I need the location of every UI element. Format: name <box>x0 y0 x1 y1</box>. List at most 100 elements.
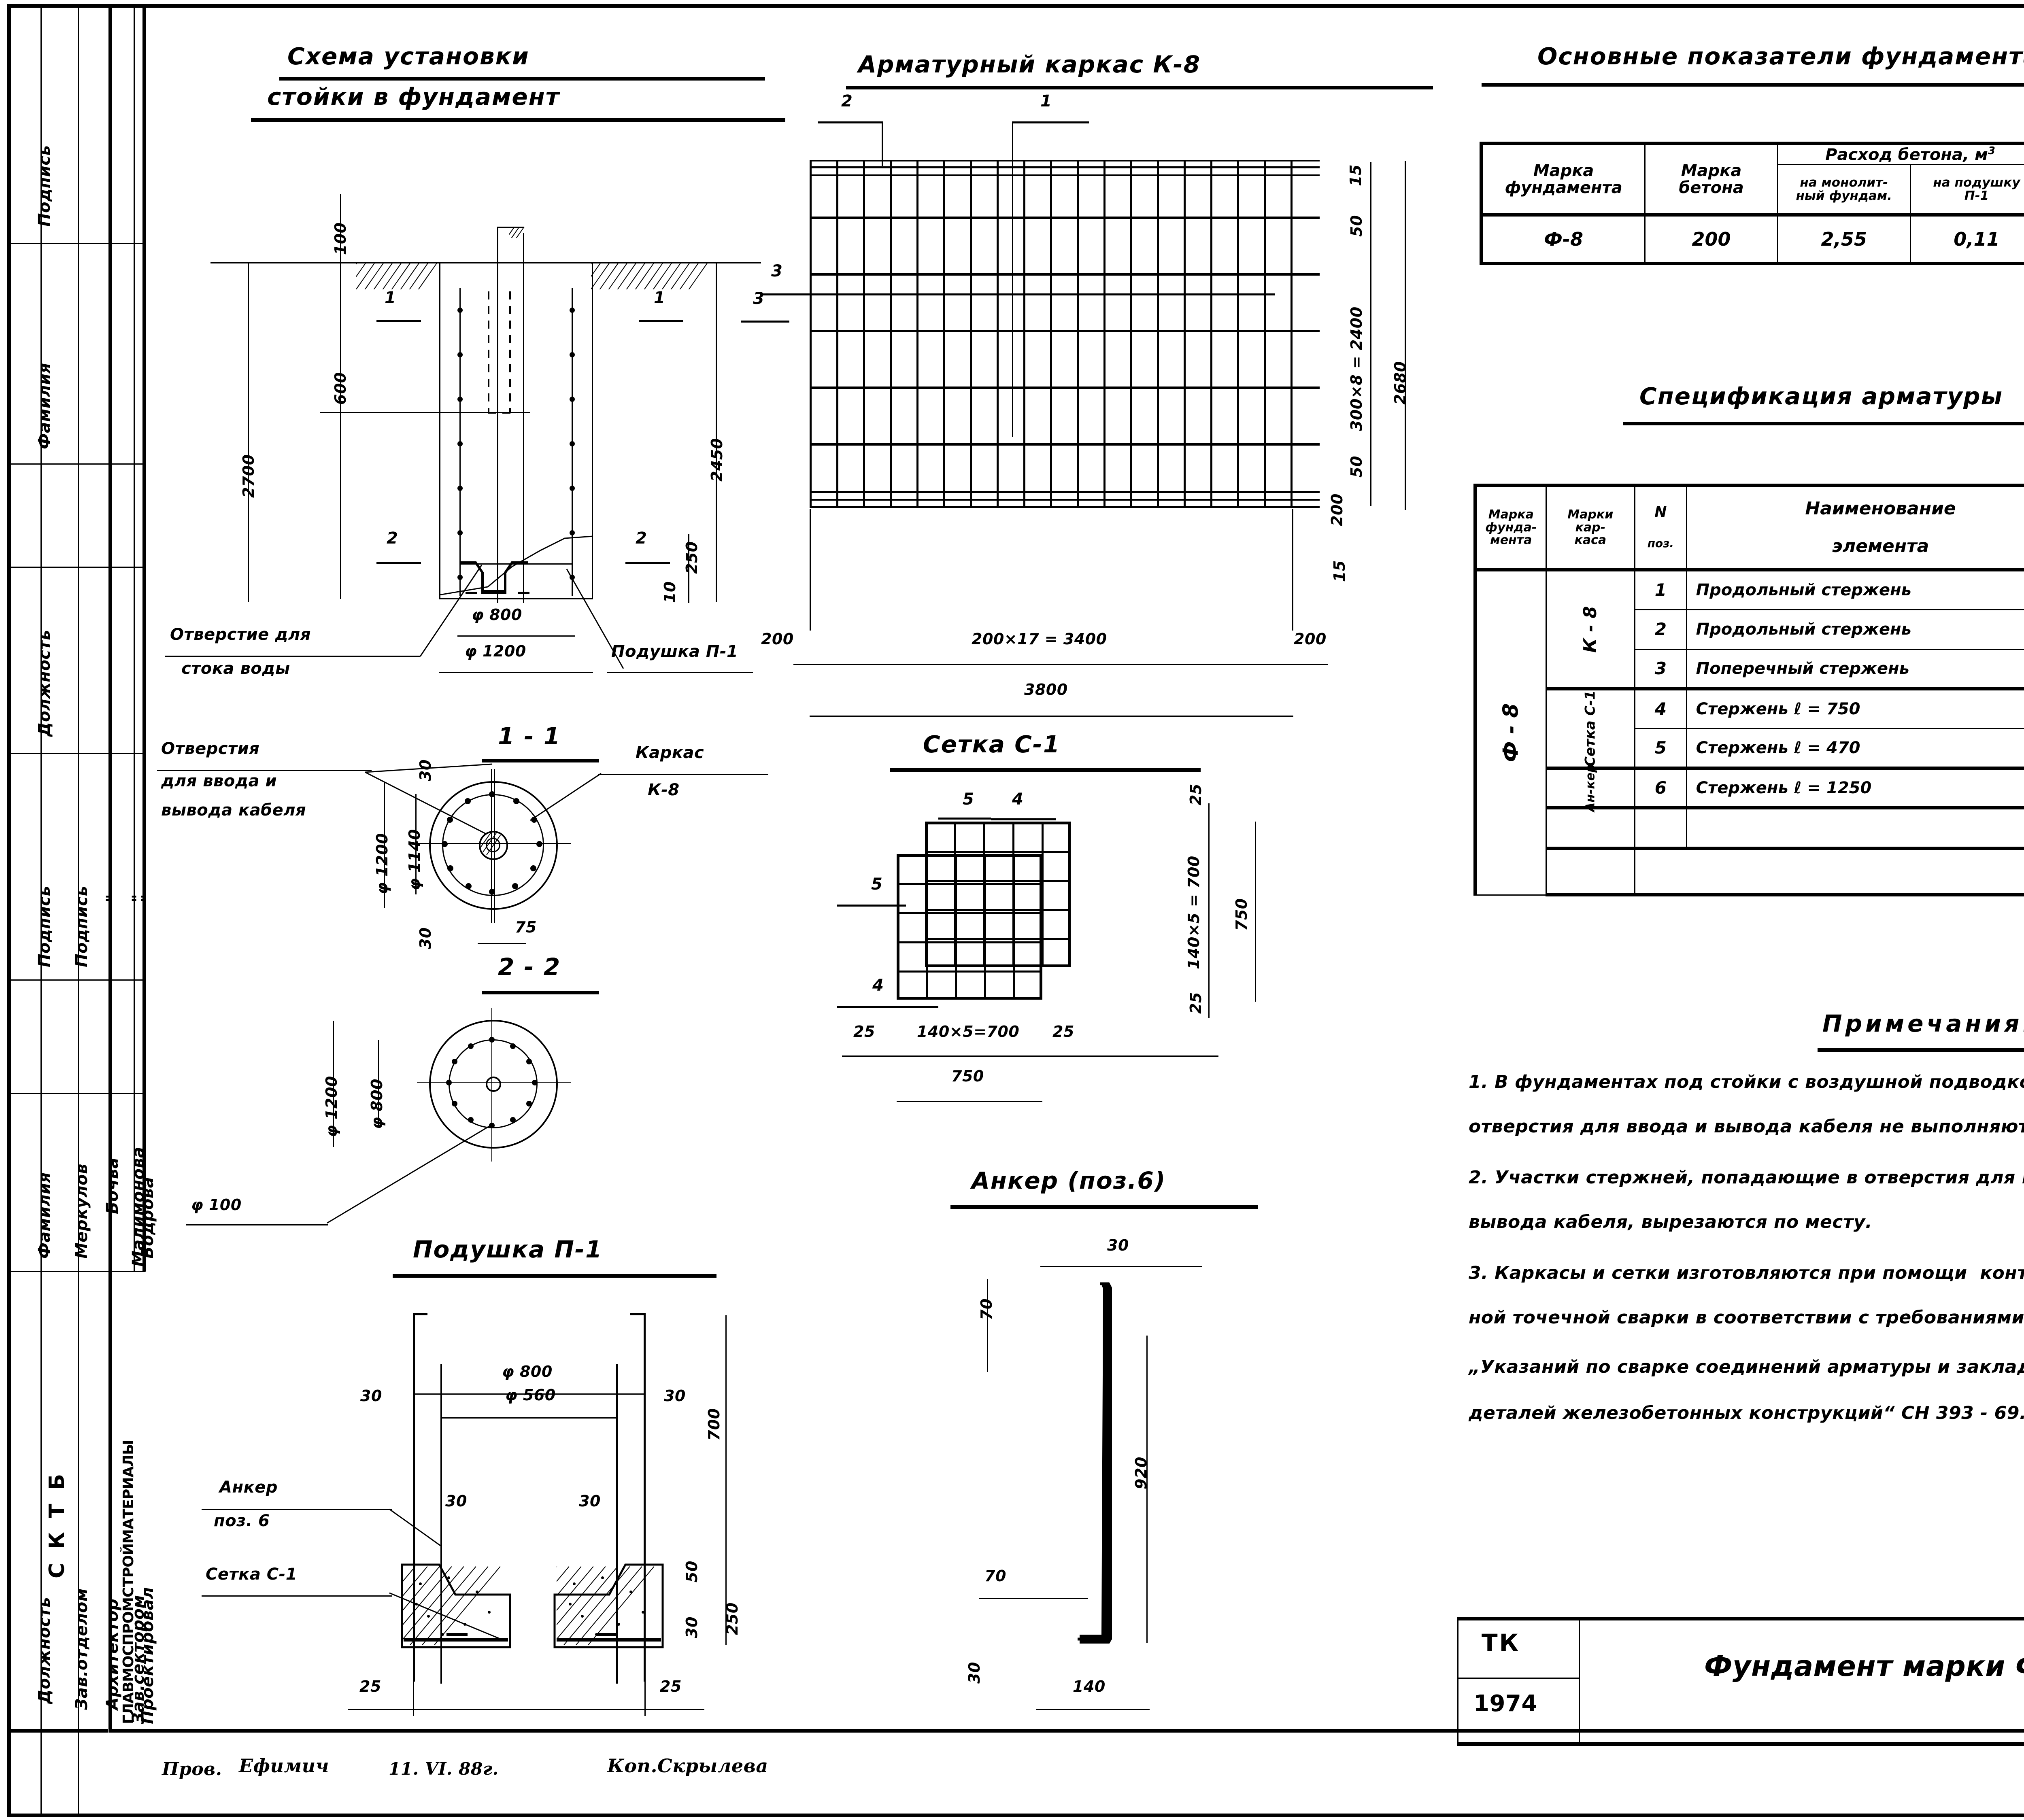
sp-h-n-1: N <box>1654 503 1667 520</box>
sp-h-marka-fund-2: фунда- <box>1485 520 1537 535</box>
dim-p1-phi800: φ 800 <box>502 1363 553 1380</box>
left-row-3-sign: " <box>138 894 157 903</box>
p1-anker-line2: поз. 6 <box>214 1512 270 1530</box>
mi-h-na-podushku-1: на подушку <box>1933 175 2020 190</box>
left-header-familia: Фамилия <box>35 363 54 449</box>
s11-note-line3: вывода кабеля <box>161 801 306 820</box>
setka-mark-4-left: 4 <box>872 976 884 995</box>
note-pillow-p1: Подушка П-1 <box>611 642 738 661</box>
dim-2450: 2450 <box>708 438 726 482</box>
dim-2700: 2700 <box>240 454 257 498</box>
mi-h-marka-fund-1: Марка <box>1533 161 1594 180</box>
section-1-1-hub-inner <box>486 838 500 852</box>
setka-s1-title: Сетка С-1 <box>923 731 1061 758</box>
sp-h-marka-fund-3: мента <box>1490 533 1532 548</box>
left-header-podpis: Подпись <box>35 145 54 227</box>
main-indicators-table: Марка фундамента Марка бетона Расход бет… <box>1480 141 2024 265</box>
dim-k8-200x17: 200×17 = 3400 <box>972 630 1107 648</box>
tb-drawing-name: Фундамент марки Ф-8 <box>1704 1650 2024 1683</box>
karkas-k8-title: Арматурный каркас К-8 <box>858 51 1201 78</box>
setka-mark-4-top: 4 <box>1012 790 1024 809</box>
dim-p1-25-left: 25 <box>359 1678 381 1695</box>
sp-r3-name: Стержень ℓ = 750 <box>1696 700 1860 719</box>
karkas-mark-2: 2 <box>841 92 853 110</box>
install-section-mark-1-left: 1 <box>385 289 396 307</box>
soil-hatch-left <box>356 263 439 289</box>
notes-item-7: деталей железобетонных конструкций“ СН 3… <box>1469 1403 2024 1423</box>
footer-checked-label: Пров. <box>162 1759 222 1780</box>
dim-k8-200-left: 200 <box>761 630 794 648</box>
dim-p1-phi560: φ 560 <box>505 1386 556 1404</box>
anker-title: Анкер (поз.6) <box>972 1167 1166 1194</box>
mi-h-marka-fund-2: фундамента <box>1505 178 1622 197</box>
sp-r4-n: 5 <box>1654 737 1667 758</box>
left-row-1-surname: Бочва <box>103 1157 122 1214</box>
sp-h-n-2: поз. <box>1647 537 1674 550</box>
dim-s1-750-v: 750 <box>1233 898 1250 931</box>
notes-item-1: отверстия для ввода и вывода кабеля не в… <box>1469 1116 2024 1137</box>
specification-table: Марка фунда- мента Марки кар- каса N поз… <box>1473 484 2024 896</box>
frame-left <box>7 4 11 1817</box>
mi-v-marka-fundamenta: Ф-8 <box>1544 228 1583 251</box>
dim-s1-750-h: 750 <box>951 1067 984 1085</box>
section-2-2-hub <box>486 1077 501 1092</box>
left-row-0-position: Зав.отделом <box>72 1588 91 1710</box>
notes-item-3: вывода кабеля, вырезаются по месту. <box>1469 1212 1873 1232</box>
footer-checked-sign: Ефимич <box>239 1755 330 1777</box>
sp-group-k8: К - 8 <box>1580 606 1601 653</box>
notes-item-5: ной точечной сварки в соответствии с тре… <box>1469 1307 2024 1328</box>
section-1-1-title: 1 - 1 <box>498 722 561 750</box>
left-header-dolzhnost-2: Должность <box>35 1597 54 1704</box>
dim-p1-50: 50 <box>683 1561 701 1582</box>
sp-r0-name: Продольный стержень <box>1696 581 1911 600</box>
mi-h-marka-bet-1: Марка <box>1681 161 1742 180</box>
install-section-mark-3: 3 <box>753 289 765 308</box>
dim-k8-15a: 15 <box>1347 164 1365 186</box>
footer-checked-date: 11. VI. 88г. <box>389 1759 499 1779</box>
left-header-dolzhnost: Должность <box>35 629 54 737</box>
notes-title: Примечания: <box>1822 1010 2024 1037</box>
left-row-3-position: Проектировал <box>138 1587 157 1724</box>
install-section-mark-1-right: 1 <box>654 289 665 307</box>
dim-s1-140x5-h: 140×5=700 <box>917 1023 1020 1041</box>
dim-anker-70-bot: 70 <box>984 1567 1006 1585</box>
dim-p1-30-right: 30 <box>664 1387 686 1405</box>
sp-r2-n: 3 <box>1654 658 1667 678</box>
notes-item-4: 3. Каркасы и сетки изготовляются при пом… <box>1469 1263 2024 1283</box>
left-row-1-sign: " <box>103 894 122 903</box>
dim-p1-25-right: 25 <box>660 1678 682 1695</box>
karkas-mark-3: 3 <box>771 262 783 280</box>
mi-h-rashod-betona-sup: 3 <box>1988 145 1995 157</box>
s11-note-line2: для ввода и <box>161 772 277 790</box>
dim-anker-140: 140 <box>1073 1678 1106 1695</box>
dim-k8-200-right: 200 <box>1294 630 1327 648</box>
dim-p1-30-inner-right: 30 <box>579 1492 601 1510</box>
mi-v-beton-monolit: 2,55 <box>1821 228 1867 251</box>
section-2-2-title: 2 - 2 <box>498 953 561 981</box>
dim-250: 250 <box>683 541 701 574</box>
mi-h-na-monolit-1: на монолит- <box>1800 175 1888 190</box>
sp-h-marka-kark-2: кар- <box>1575 520 1606 535</box>
soil-hatch-right <box>591 263 714 289</box>
sp-h-marka-fund-1: Марка <box>1488 508 1534 522</box>
sp-h-marka-kark-1: Марки <box>1567 508 1614 522</box>
sp-r4-name: Стержень ℓ = 470 <box>1696 738 1860 757</box>
dim-phi800: φ 800 <box>472 606 522 624</box>
dim-k8-50a: 50 <box>1348 215 1365 237</box>
install-section-mark-2-left: 2 <box>387 529 398 548</box>
dim-s1-25-bot: 25 <box>1187 992 1205 1014</box>
dim-anker-70-top: 70 <box>978 1298 995 1320</box>
s11-note-line1: Отверстия <box>161 739 260 758</box>
footer-copy: Коп.Скрылева <box>607 1755 768 1777</box>
dim-p1-250: 250 <box>723 1602 741 1635</box>
dim-100: 100 <box>332 222 349 255</box>
setka-mark-5-top: 5 <box>963 790 974 809</box>
sp-h-naim-1: Наименование <box>1805 498 1956 519</box>
org-short: С К Т Б <box>45 1470 69 1578</box>
p1-setka-label: Сетка С-1 <box>206 1565 298 1584</box>
mi-v-marka-betona: 200 <box>1692 228 1731 251</box>
dim-anker-30-bot: 30 <box>965 1662 983 1684</box>
dim-s1-25-right: 25 <box>1052 1023 1074 1041</box>
sp-group-marka: Ф - 8 <box>1499 703 1523 762</box>
notes-item-6: „Указаний по сварке соединений арматуры … <box>1469 1357 2024 1377</box>
